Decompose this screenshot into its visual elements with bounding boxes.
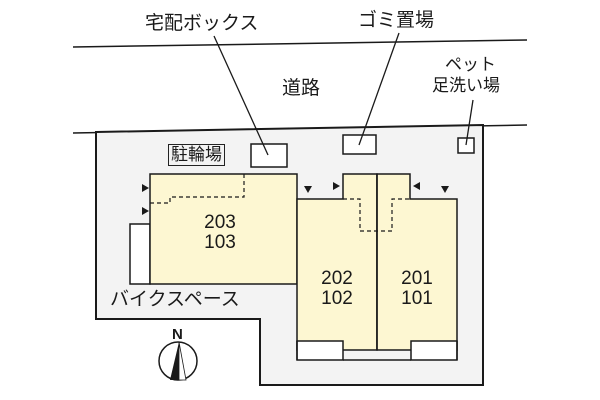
building-201-101 [376,173,458,351]
garbage-area-label: ゴミ置場 [358,9,435,31]
bike-space-label: バイクスペース [110,288,240,310]
delivery-box-label: 宅配ボックス [145,12,259,34]
bike-space-box [129,223,151,285]
entrance-arrow-right-icon [142,207,149,215]
unit-label-202-102: 202 102 [307,269,367,309]
stair-outline-203 [150,174,245,204]
compass-north-icon [158,341,198,381]
entrance-arrow-down-icon [441,186,449,193]
entrance-arrow-left-icon [413,182,420,190]
unit-label-203-103: 203 103 [190,213,250,253]
entrance-arrow-down-icon [304,186,312,193]
entrance-arrow-right-icon [333,182,340,190]
unit-lower-102: 102 [321,288,353,309]
unit-lower-103: 103 [204,232,236,253]
unit-upper-202: 202 [321,268,353,289]
road-edge-north [72,39,528,48]
unit-lower-101: 101 [401,288,433,309]
leader-pet-wash [465,99,474,146]
stair-outline-center [343,198,410,232]
pet-wash-box [457,137,475,154]
pet-wash-label-line1: ペット [445,55,496,75]
leader-garbage-area [358,32,400,146]
delivery-box [250,143,288,168]
unit-upper-201: 201 [401,268,433,289]
building-203-103 [149,173,298,285]
unit-label-201-101: 201 101 [387,269,447,309]
leader-delivery-box [213,35,269,156]
terrace-box-101 [410,340,458,361]
entrance-arrow-right-icon [142,184,149,192]
road-label: 道路 [282,77,321,99]
bicycle-parking-label: 駐輪場 [168,144,225,166]
terrace-box-102 [296,340,344,361]
north-label: N [172,326,183,343]
unit-upper-203: 203 [204,212,236,233]
pet-wash-label-line2: 足洗い場 [432,76,500,96]
building-202-102 [296,173,378,351]
